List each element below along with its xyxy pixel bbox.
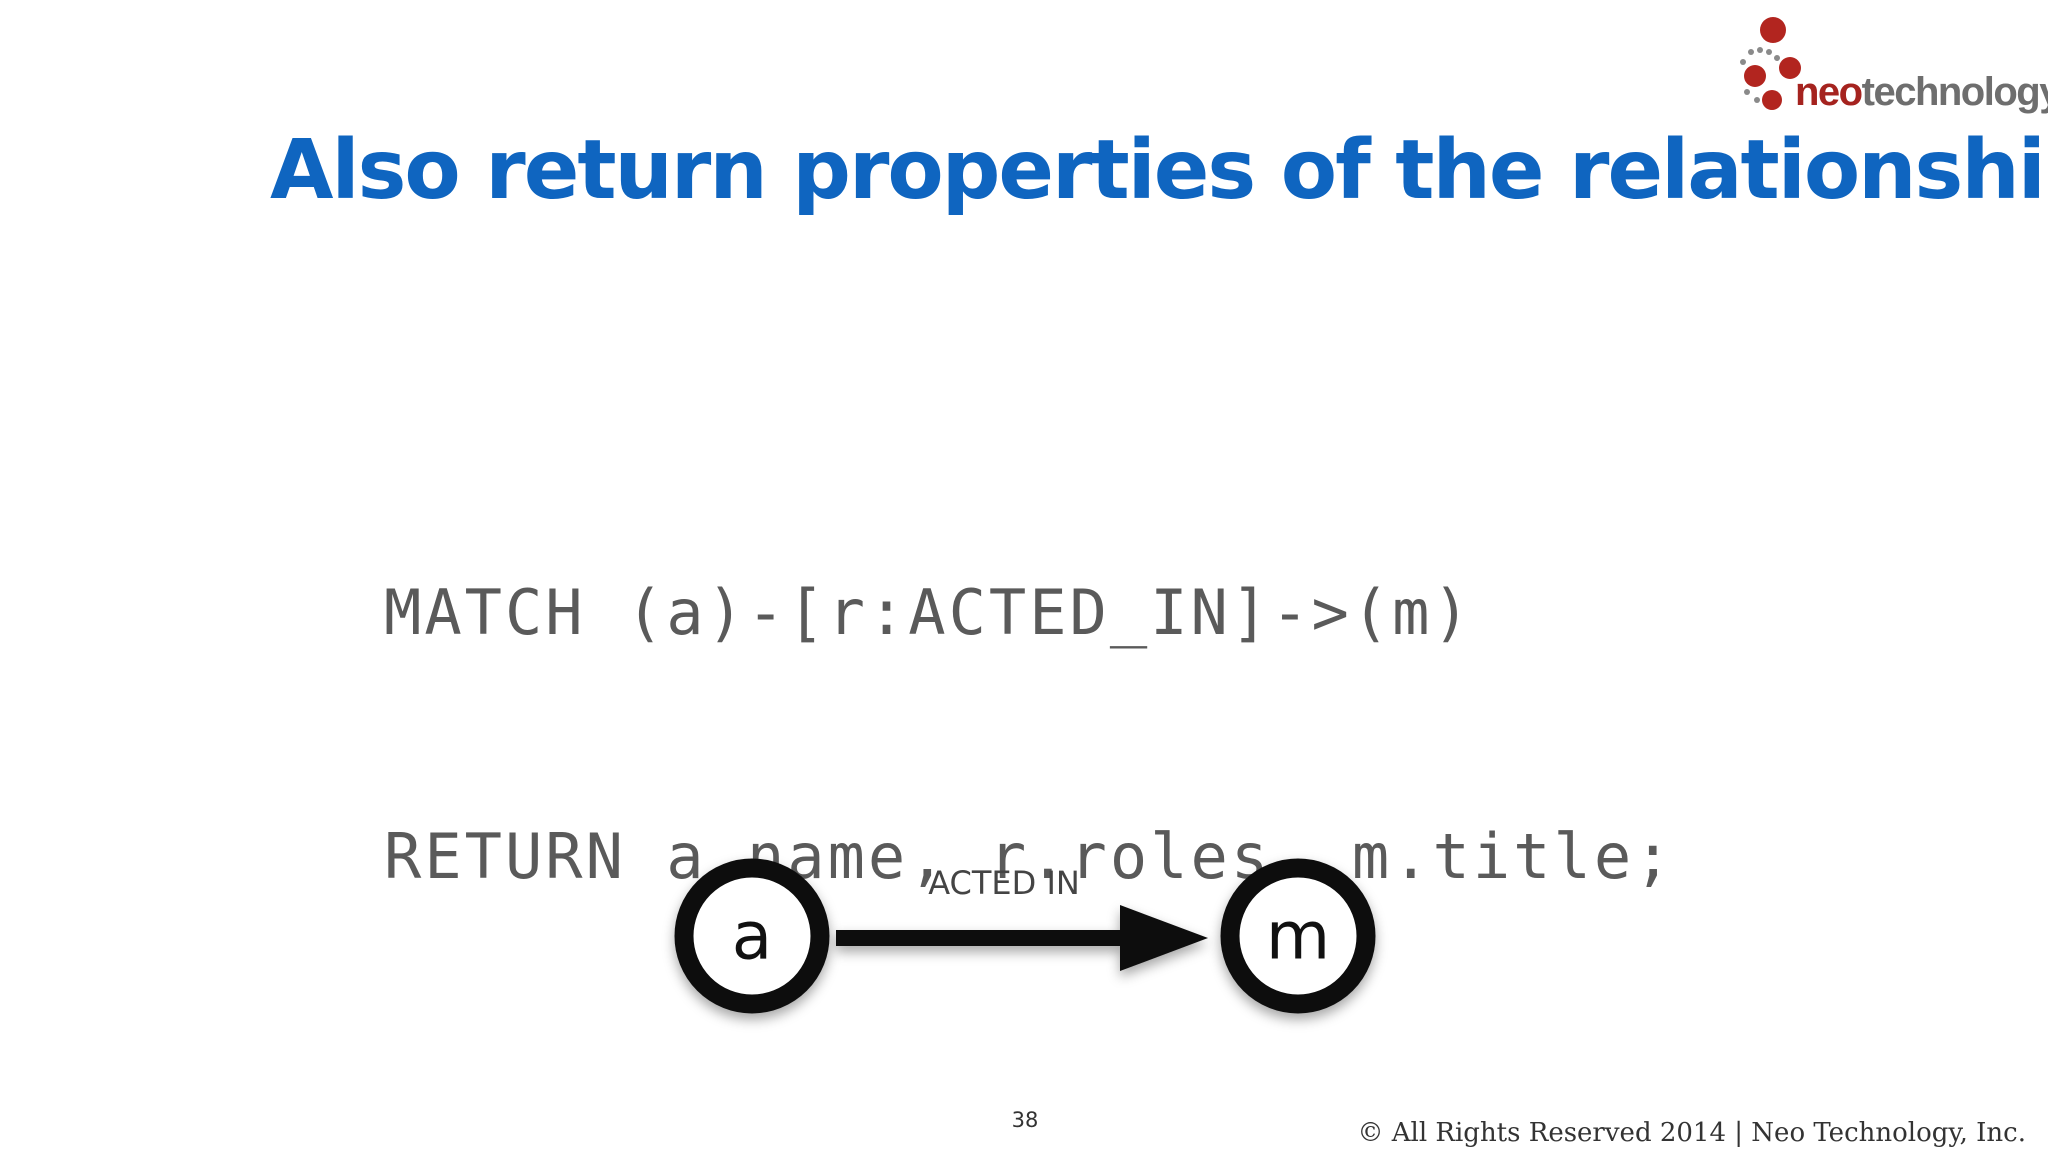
relationship-label: ACTED IN [928, 864, 1080, 902]
relationship-arrow [836, 905, 1208, 971]
code-line-match: MATCH (a)-[r:ACTED_IN]->(m) [384, 576, 1473, 649]
node-a [674, 858, 830, 1014]
graph-pattern-diagram: a ACTED IN m [674, 858, 1376, 1014]
code-line-return: RETURN a.name, r.roles, m.title; [384, 820, 1675, 893]
node-a-label: a [732, 898, 772, 975]
copyright-notice: © All Rights Reserved 2014 | Neo Technol… [1357, 1118, 2026, 1148]
node-m-label: m [1266, 898, 1330, 975]
logo-word-neo: neo [1795, 70, 1863, 114]
slide-title: Also return properties of the relationsh… [270, 123, 2048, 218]
logo-dots-icon [1740, 17, 1801, 110]
page-number: 38 [1011, 1108, 1039, 1132]
logo-wordmark: neotechnology [1795, 72, 2048, 112]
cypher-code-block: MATCH (a)-[r:ACTED_IN]->(m) RETURN a.nam… [384, 418, 1674, 1052]
logo-word-technology: technology [1861, 70, 2048, 114]
node-m [1220, 858, 1376, 1014]
neo-technology-logo: neotechnology [1735, 12, 2048, 124]
